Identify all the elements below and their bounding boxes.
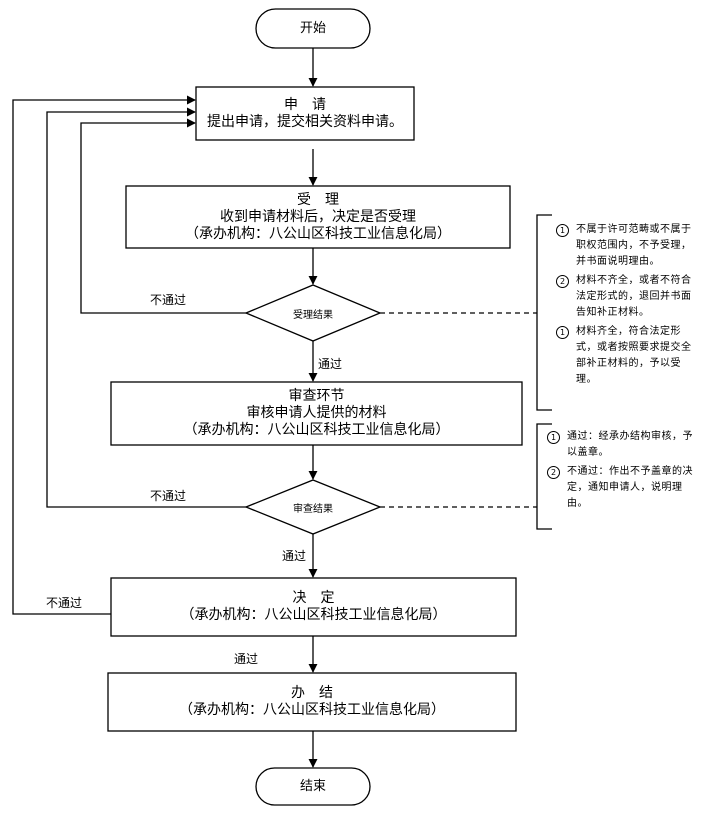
accept-note-text-1: 不属于许可范畴或不属于职权范围内，不予受理，并书面说明理由。 bbox=[576, 224, 692, 267]
review-decision-label: 审查结果 bbox=[293, 504, 333, 515]
apply-box-shape bbox=[195, 86, 415, 141]
note-number-badge: 2 bbox=[556, 275, 569, 288]
accept-note-bracket bbox=[536, 214, 552, 411]
review-box-shape bbox=[110, 381, 523, 446]
review-note-bracket bbox=[536, 423, 552, 530]
decide-box-shape bbox=[110, 577, 517, 637]
review-title: 审查环节 bbox=[288, 388, 345, 404]
note-number-badge: 2 bbox=[547, 466, 560, 479]
finish-box-shape bbox=[107, 672, 517, 732]
decide-pass-label: 通过 bbox=[234, 652, 259, 666]
review-note-item: 2 不通过：作出不予盖章的决定，通知申请人，说明理由。 bbox=[547, 464, 699, 512]
accept-pass-label: 通过 bbox=[318, 357, 343, 371]
note-number-badge: 1 bbox=[547, 431, 560, 444]
accept-decision-label: 受理结果 bbox=[293, 310, 333, 321]
start-node: 开始 bbox=[256, 9, 370, 48]
end-label: 结束 bbox=[299, 779, 326, 794]
review-note-item: 1 通过：经承办结构审核，予以盖章。 bbox=[547, 429, 699, 461]
note-number-badge: 1 bbox=[556, 224, 569, 237]
review-line-1: 审核申请人提供的材料 bbox=[246, 405, 387, 421]
review-node: 审查环节 审核申请人提供的材料 （承办机构：八公山区科技工业信息化局） bbox=[111, 382, 522, 445]
accept-note: 1 不属于许可范畴或不属于职权范围内，不予受理，并书面说明理由。 2 材料不齐全… bbox=[556, 222, 699, 391]
accept-fail-label: 不通过 bbox=[150, 293, 187, 307]
review-note: 1 通过：经承办结构审核，予以盖章。 2 不通过：作出不予盖章的决定，通知申请人… bbox=[547, 429, 699, 515]
finish-title: 办 结 bbox=[291, 685, 333, 701]
loop-review-fail bbox=[46, 107, 246, 508]
review-pass-label: 通过 bbox=[282, 549, 307, 563]
apply-title: 申 请 bbox=[284, 96, 326, 113]
accept-line-2: （承办机构：八公山区科技工业信息化局） bbox=[185, 225, 451, 242]
review-fail-label: 不通过 bbox=[150, 489, 187, 503]
end-terminal-shape bbox=[255, 767, 371, 806]
apply-line-1: 提出申请，提交相关资料申请。 bbox=[207, 113, 403, 130]
accept-box-shape bbox=[125, 185, 511, 249]
decide-line-1: （承办机构：八公山区科技工业信息化局） bbox=[180, 607, 447, 623]
accept-title: 受 理 bbox=[297, 191, 339, 208]
accept-note-item: 1 不属于许可范畴或不属于职权范围内，不予受理，并书面说明理由。 bbox=[556, 222, 699, 270]
accept-node: 受 理 收到申请材料后，决定是否受理 （承办机构：八公山区科技工业信息化局） bbox=[126, 186, 510, 248]
loop-decide-fail bbox=[12, 95, 196, 615]
accept-note-item: 1 材料齐全，符合法定形式，或者按照要求提交全部补正材料的，予以受理。 bbox=[556, 324, 699, 388]
end-node: 结束 bbox=[256, 768, 370, 805]
review-line-2: （承办机构：八公山区科技工业信息化局） bbox=[183, 422, 450, 438]
accept-note-text-3: 材料齐全，符合法定形式，或者按照要求提交全部补正材料的，予以受理。 bbox=[576, 326, 692, 385]
loop-accept-fail bbox=[80, 118, 246, 314]
accept-note-item: 2 材料不齐全，或者不符合法定形式的，退回并书面告知补正材料。 bbox=[556, 273, 699, 321]
accept-note-text-2: 材料不齐全，或者不符合法定形式的，退回并书面告知补正材料。 bbox=[576, 275, 692, 318]
decide-title: 决 定 bbox=[292, 590, 335, 606]
decide-node: 决 定 （承办机构：八公山区科技工业信息化局） bbox=[111, 578, 516, 636]
finish-line-1: （承办机构：八公山区科技工业信息化局） bbox=[179, 702, 445, 718]
review-note-text-2: 不通过：作出不予盖章的决定，通知申请人，说明理由。 bbox=[567, 466, 693, 509]
decide-fail-label: 不通过 bbox=[46, 596, 83, 610]
note-number-badge: 1 bbox=[556, 326, 569, 339]
finish-node: 办 结 （承办机构：八公山区科技工业信息化局） bbox=[108, 673, 516, 731]
apply-node: 申 请 提出申请，提交相关资料申请。 bbox=[196, 87, 414, 140]
start-label: 开始 bbox=[299, 21, 326, 36]
review-note-text-1: 通过：经承办结构审核，予以盖章。 bbox=[567, 431, 693, 458]
accept-line-1: 收到申请材料后，决定是否受理 bbox=[220, 208, 416, 225]
